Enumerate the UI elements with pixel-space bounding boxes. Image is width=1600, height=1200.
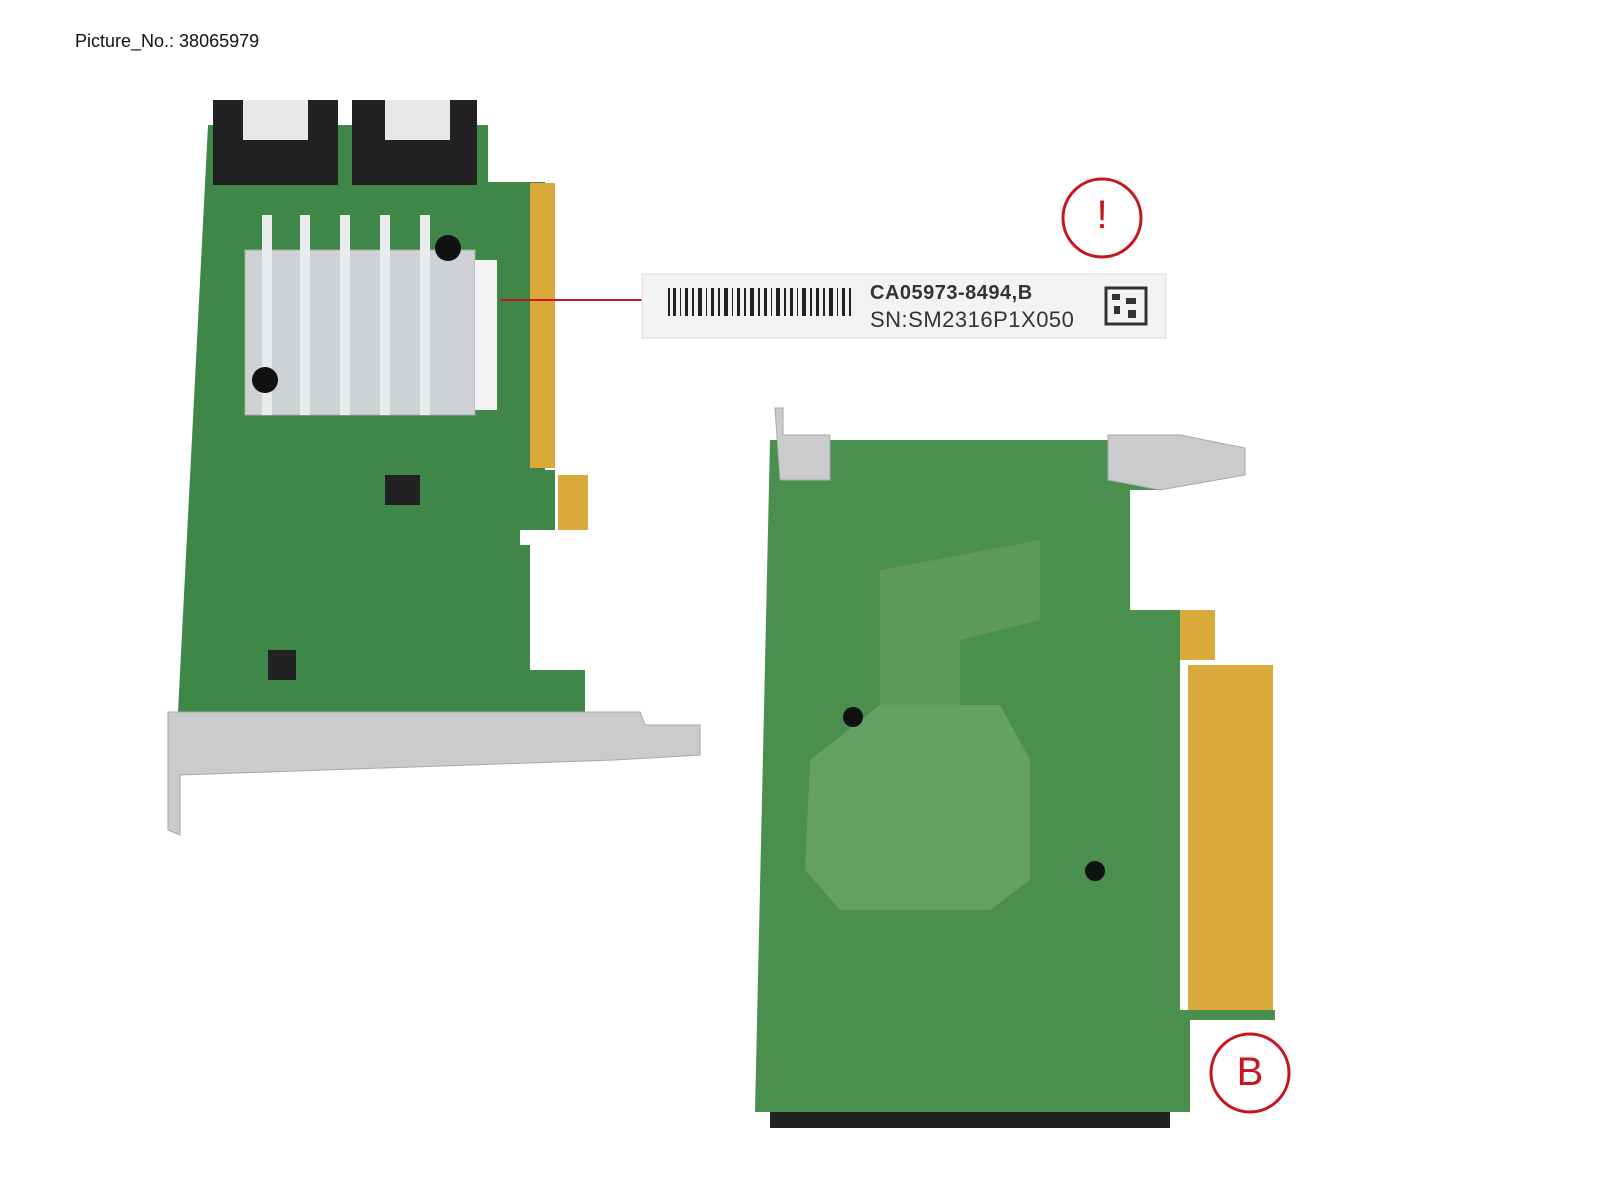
gold-fingers-long — [530, 183, 555, 468]
serial-label-enlarged — [641, 273, 1167, 339]
picture-number-caption: Picture_No.: 38065979 — [75, 31, 260, 51]
back-bracket — [774, 407, 831, 481]
heatsink-fins — [262, 215, 430, 415]
side-b-marker: B — [1236, 1050, 1264, 1094]
side-b-callout-circle — [1209, 1032, 1291, 1114]
warning-icon: ! — [1096, 193, 1108, 237]
datamatrix-code — [1104, 286, 1148, 326]
board-label — [475, 260, 497, 410]
warning-callout-circle — [1061, 177, 1143, 259]
heatsink-screw — [252, 367, 278, 393]
front-pcb — [178, 125, 585, 712]
connector-latch-2 — [385, 100, 450, 140]
chip — [385, 475, 420, 505]
front-bracket — [167, 711, 701, 836]
board-back-view — [755, 407, 1275, 1128]
connector-latch-1 — [243, 100, 308, 140]
barcode — [668, 288, 851, 316]
heatsink-screw — [435, 235, 461, 261]
heatsink — [244, 249, 476, 416]
board-front-view — [167, 100, 701, 836]
back-connectors — [770, 1112, 1170, 1128]
back-bracket-tab — [1107, 434, 1246, 491]
standoff — [1085, 861, 1105, 881]
gold-fingers-short — [558, 475, 588, 530]
back-gold-fingers-long — [1188, 665, 1273, 1010]
chip — [268, 650, 296, 680]
copper-pour — [805, 705, 1030, 910]
back-gold-fingers-short — [1180, 610, 1215, 660]
serial-number-text: SN:SM2316P1X050 — [870, 307, 1075, 332]
part-number-text: CA05973-8494,B — [870, 282, 1033, 304]
copper-pour — [880, 540, 1040, 740]
standoff — [843, 707, 863, 727]
